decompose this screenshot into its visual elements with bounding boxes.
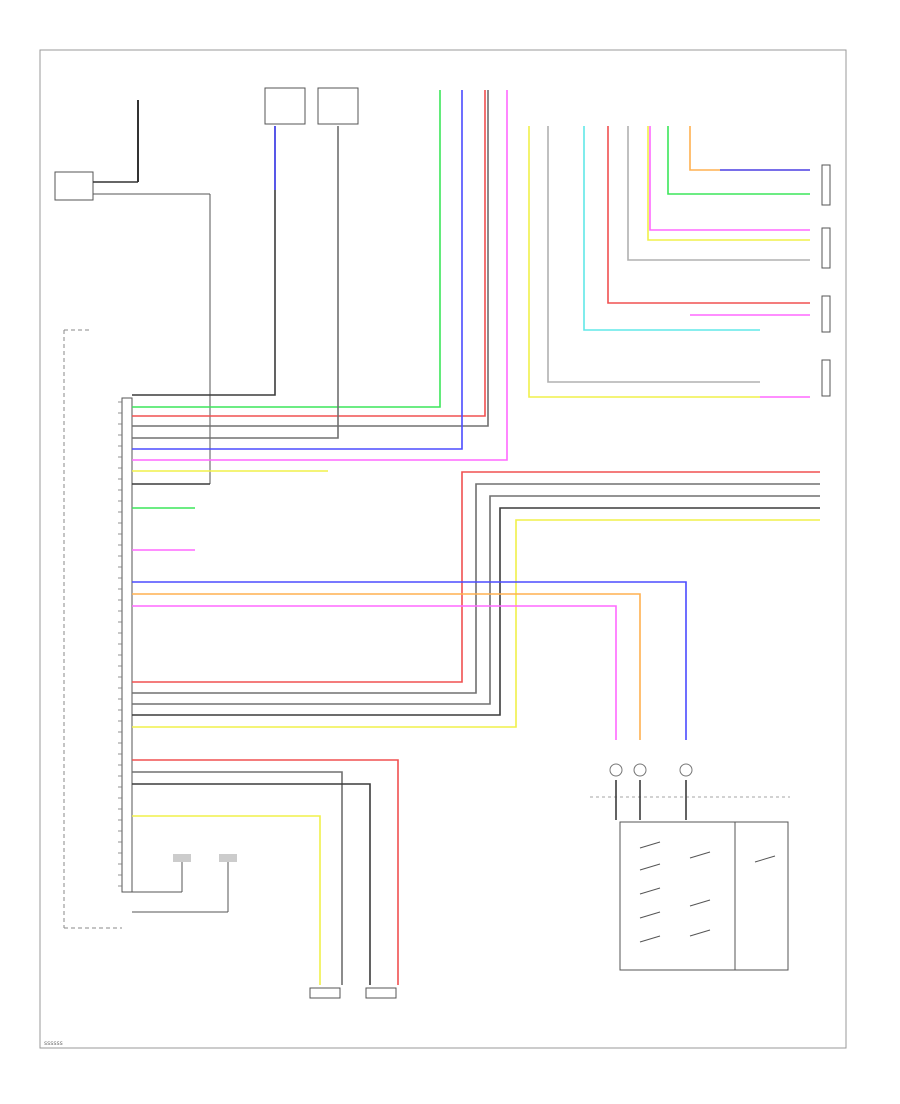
gray-wire-speaker-a [547, 126, 760, 383]
steering-switch-box [619, 821, 789, 971]
green-wire-main [132, 90, 441, 408]
ground-symbol-2 [219, 854, 237, 862]
diagram-frame [39, 49, 847, 1049]
gray-wire-speaker-b [627, 126, 810, 261]
footer-code: ssssss [44, 1040, 63, 1047]
orange-wire-steer [132, 593, 641, 740]
fuse-block [264, 87, 359, 125]
speaker-connector-2 [821, 227, 831, 269]
left-front-tweeter [309, 987, 341, 999]
speaker-connector-1 [821, 164, 831, 206]
blue-wire-steer [132, 581, 687, 740]
dark-wire-fuse [132, 126, 276, 396]
red-wire-lower [132, 471, 820, 683]
red-wire-tweeter [132, 759, 399, 985]
connector-pin-2 [633, 763, 647, 777]
wires [118, 90, 820, 985]
antenna-amplifier [54, 100, 211, 484]
yellow-wire-speaker-b [647, 126, 810, 241]
connector-pin-1 [609, 763, 623, 777]
antenna-amplifier-box [54, 171, 94, 201]
gray-wire-lower-b [132, 495, 820, 705]
gray-wire-lower-a [132, 483, 820, 694]
switch-contacts [639, 841, 776, 943]
pink-wire-steer [132, 605, 617, 740]
fuse-box-left [264, 87, 306, 125]
connector-pin-3 [679, 763, 693, 777]
dark-wire-lower [132, 507, 820, 716]
yellow-wire-speaker [528, 126, 760, 398]
gray-wire-main [132, 90, 489, 427]
ground-symbol-1 [173, 854, 191, 862]
head-unit-connector [121, 397, 133, 893]
yellow-wire-tweeter [132, 815, 321, 985]
right-front-tweeter [365, 987, 397, 999]
red-wire-speaker [607, 126, 810, 304]
pink-wire-speaker [649, 126, 810, 231]
blue-wire-main [132, 90, 463, 450]
pink-wire-main [132, 90, 508, 461]
yellow-wire-lower [132, 519, 820, 728]
right-speakers [821, 164, 831, 397]
cyan-wire-speaker [583, 126, 760, 331]
gray-wire-2 [132, 126, 339, 439]
speaker-connector-3 [821, 295, 831, 333]
orange-wire-speaker [689, 126, 810, 171]
gray-wire-tweeter [132, 771, 343, 985]
bottom-speakers [309, 987, 397, 999]
speaker-connector-4 [821, 359, 831, 397]
green-wire-speaker [667, 126, 810, 195]
dark-wire-tweeter [132, 783, 371, 985]
ground-points [132, 854, 237, 913]
red-wire-main [132, 90, 486, 417]
steering-switch [590, 763, 790, 971]
head-unit [63, 329, 133, 929]
fuse-box-right [317, 87, 359, 125]
